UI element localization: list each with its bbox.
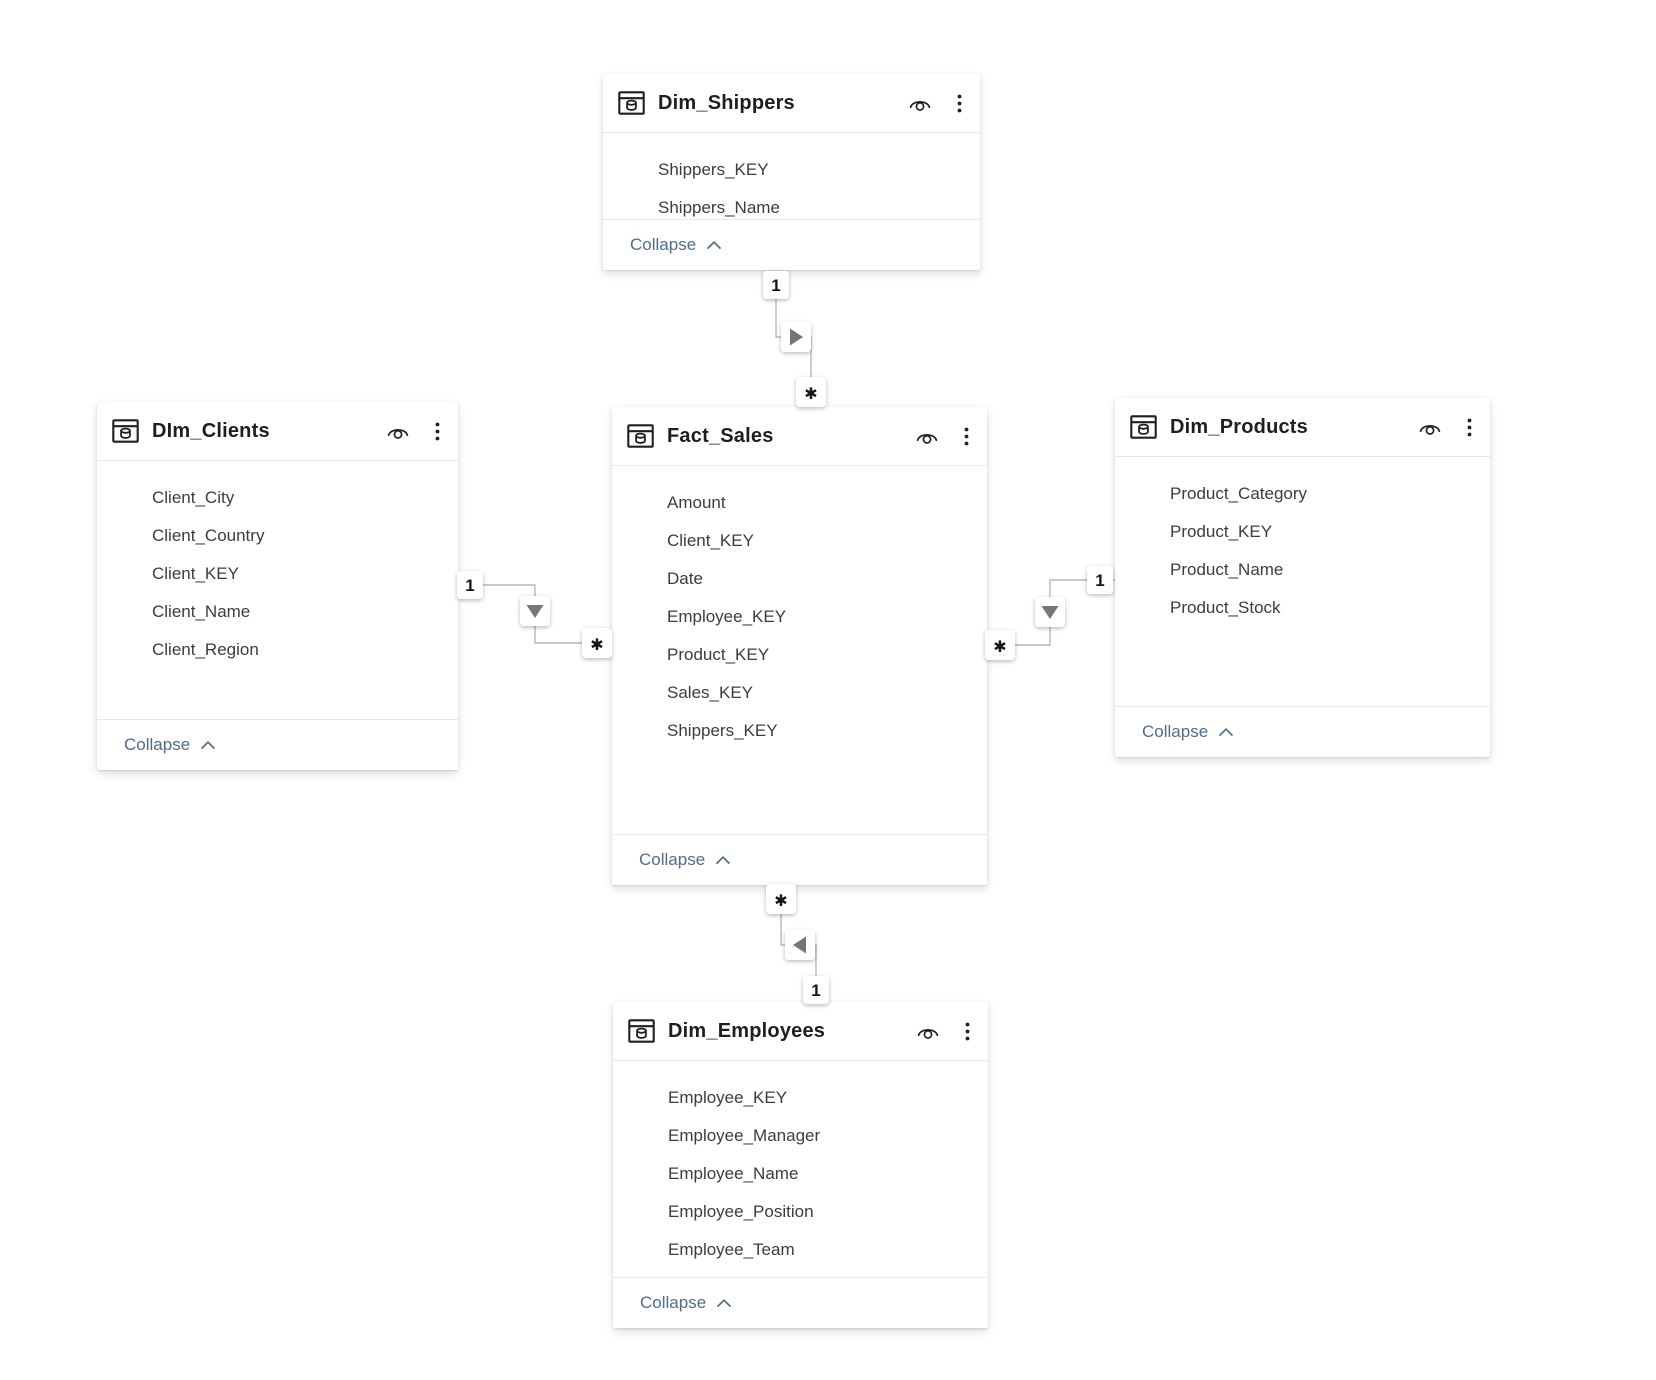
field-list: Shippers_KEY Shippers_Name	[603, 133, 980, 219]
kebab-menu-icon[interactable]	[1467, 418, 1472, 437]
collapse-button[interactable]: Collapse	[1115, 706, 1490, 757]
filter-direction-arrow[interactable]	[781, 322, 811, 352]
eye-icon[interactable]	[915, 428, 939, 445]
collapse-button[interactable]: Collapse	[97, 719, 458, 770]
svg-text:✱: ✱	[774, 893, 787, 910]
kebab-menu-icon[interactable]	[957, 94, 962, 113]
svg-text:1: 1	[1095, 571, 1104, 590]
field-row[interactable]: Client_KEY	[152, 564, 239, 583]
field-row[interactable]: Client_Country	[152, 526, 265, 545]
eye-icon[interactable]	[908, 95, 932, 112]
field-row[interactable]: Shippers_KEY	[667, 721, 778, 740]
svg-text:✱: ✱	[590, 637, 603, 654]
field-row[interactable]: Employee_Name	[668, 1164, 799, 1183]
chevron-up-icon	[1219, 727, 1234, 736]
relationship-clients-fact[interactable]: 1 ✱	[457, 571, 612, 658]
svg-text:✱: ✱	[804, 386, 817, 403]
table-card-header[interactable]: Fact_Sales	[612, 407, 987, 466]
kebab-menu-icon[interactable]	[965, 1022, 970, 1041]
field-row[interactable]: Employee_Position	[668, 1202, 814, 1221]
svg-text:1: 1	[771, 276, 780, 295]
field-list: Client_City Client_Country Client_KEY Cl…	[97, 461, 458, 719]
table-icon	[628, 1019, 655, 1043]
collapse-label: Collapse	[639, 850, 706, 869]
cardinality-badge-one[interactable]: 1	[1087, 566, 1113, 594]
chevron-up-icon	[717, 1298, 732, 1307]
collapse-label: Collapse	[640, 1293, 707, 1312]
cardinality-badge-many[interactable]: ✱	[582, 628, 612, 658]
cardinality-badge-many[interactable]: ✱	[985, 630, 1015, 660]
table-title: Dim_Products	[1170, 415, 1308, 438]
field-list: Product_Category Product_KEY Product_Nam…	[1115, 457, 1490, 706]
field-row[interactable]: Employee_KEY	[667, 607, 787, 626]
svg-text:1: 1	[465, 576, 474, 595]
field-list: Amount Client_KEY Date Employee_KEY Prod…	[612, 466, 987, 834]
field-row[interactable]: Shippers_KEY	[658, 160, 769, 179]
table-card-header[interactable]: Dim_Employees	[613, 1002, 988, 1061]
svg-text:1: 1	[811, 981, 820, 1000]
relationship-employees-fact[interactable]: ✱ 1	[766, 884, 829, 1004]
svg-text:✱: ✱	[993, 639, 1006, 656]
collapse-label: Collapse	[630, 235, 697, 254]
cardinality-badge-one[interactable]: 1	[457, 571, 483, 599]
table-card-dim-products[interactable]: Dim_Products Product_Category Product_KE…	[1115, 398, 1490, 757]
field-row[interactable]: Product_KEY	[1170, 522, 1273, 541]
field-row[interactable]: Amount	[667, 493, 726, 512]
kebab-menu-icon[interactable]	[435, 422, 440, 441]
table-card-fact-sales[interactable]: Fact_Sales Amount Client_KEY Date Employ…	[612, 407, 987, 885]
field-row[interactable]: Shippers_Name	[658, 198, 780, 217]
filter-direction-arrow[interactable]	[520, 596, 550, 626]
table-icon	[618, 91, 645, 115]
field-list: Employee_KEY Employee_Manager Employee_N…	[613, 1061, 988, 1277]
table-card-dim-shippers[interactable]: Dim_Shippers Shippers_KEY Shippers_Name …	[603, 74, 980, 270]
table-title: DIm_Clients	[152, 419, 270, 442]
cardinality-badge-many[interactable]: ✱	[796, 377, 826, 407]
eye-icon[interactable]	[916, 1023, 940, 1040]
table-card-dim-clients[interactable]: DIm_Clients Client_City Client_Country C…	[97, 402, 458, 770]
field-row[interactable]: Sales_KEY	[667, 683, 753, 702]
field-row[interactable]: Product_Category	[1170, 484, 1308, 503]
field-row[interactable]: Client_City	[152, 488, 235, 507]
kebab-menu-icon[interactable]	[964, 427, 969, 446]
table-card-header[interactable]: Dim_Shippers	[603, 74, 980, 133]
table-title: Dim_Employees	[668, 1019, 826, 1042]
filter-direction-arrow[interactable]	[1035, 597, 1065, 627]
field-row[interactable]: Client_Name	[152, 602, 251, 621]
field-row[interactable]: Employee_Manager	[668, 1126, 821, 1145]
relationship-products-fact[interactable]: 1 ✱	[985, 566, 1115, 660]
field-row[interactable]: Employee_KEY	[668, 1088, 788, 1107]
eye-icon[interactable]	[1418, 419, 1442, 436]
collapse-label: Collapse	[1142, 722, 1209, 741]
table-icon	[1130, 415, 1157, 439]
table-card-header[interactable]: DIm_Clients	[97, 402, 458, 461]
table-icon	[627, 424, 654, 448]
relationship-shippers-fact[interactable]: 1 ✱	[763, 270, 826, 407]
field-row[interactable]: Employee_Team	[668, 1240, 795, 1259]
table-card-dim-employees[interactable]: Dim_Employees Employee_KEY Employee_Mana…	[613, 1002, 988, 1328]
cardinality-badge-many[interactable]: ✱	[766, 884, 796, 914]
table-title: Dim_Shippers	[658, 91, 795, 114]
chevron-up-icon	[707, 240, 722, 249]
table-card-header[interactable]: Dim_Products	[1115, 398, 1490, 457]
filter-direction-arrow[interactable]	[785, 930, 815, 960]
chevron-up-icon	[201, 740, 216, 749]
chevron-up-icon	[716, 855, 731, 864]
field-row[interactable]: Product_KEY	[667, 645, 770, 664]
cardinality-badge-one[interactable]: 1	[803, 976, 829, 1004]
collapse-button[interactable]: Collapse	[613, 1277, 988, 1328]
field-row[interactable]: Date	[667, 569, 703, 588]
table-title: Fact_Sales	[667, 424, 774, 447]
field-row[interactable]: Product_Name	[1170, 560, 1284, 579]
collapse-button[interactable]: Collapse	[603, 219, 980, 270]
field-row[interactable]: Product_Stock	[1170, 598, 1281, 617]
collapse-button[interactable]: Collapse	[612, 834, 987, 885]
eye-icon[interactable]	[386, 423, 410, 440]
field-row[interactable]: Client_KEY	[667, 531, 754, 550]
cardinality-badge-one[interactable]: 1	[763, 271, 789, 299]
table-icon	[112, 419, 139, 443]
collapse-label: Collapse	[124, 735, 191, 754]
field-row[interactable]: Client_Region	[152, 640, 259, 659]
